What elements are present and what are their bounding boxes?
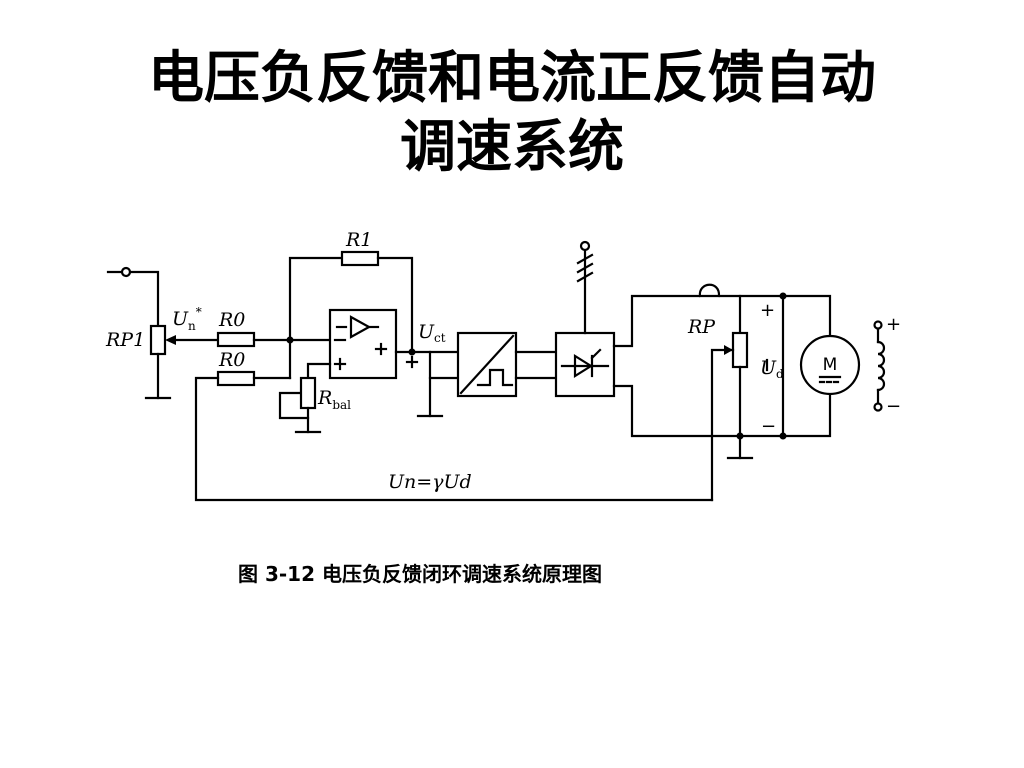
label-ud: Ud bbox=[760, 357, 784, 381]
label-motor: M bbox=[823, 355, 838, 375]
label-ud-minus: − bbox=[761, 416, 776, 437]
label-r0-bottom: R0 bbox=[218, 349, 245, 371]
resistor-r0-bottom bbox=[216, 370, 256, 387]
trigger-circuit bbox=[456, 331, 518, 398]
label-rp1: RP1 bbox=[105, 329, 145, 351]
rp-potentiometer bbox=[698, 283, 754, 502]
label-field-minus: − bbox=[886, 396, 901, 417]
resistor-r0-top bbox=[216, 331, 256, 348]
label-ud-plus: + bbox=[760, 300, 775, 321]
label-uct: Uct bbox=[418, 321, 446, 345]
title-line-2: 调速系统 bbox=[400, 114, 624, 180]
label-rbal: Rbal bbox=[317, 387, 351, 412]
label-rp: RP bbox=[687, 316, 716, 338]
thyristor-rectifier bbox=[554, 331, 616, 398]
label-field-plus: + bbox=[886, 314, 901, 335]
field-winding bbox=[873, 320, 886, 412]
rbal-potentiometer bbox=[278, 376, 322, 434]
rp1-potentiometer bbox=[106, 266, 234, 400]
figure-caption: 图 3-12 电压负反馈闭环调速系统原理图 bbox=[238, 562, 602, 586]
dc-motor bbox=[799, 334, 861, 396]
label-r1: R1 bbox=[345, 229, 372, 251]
label-un-star: Un* bbox=[172, 305, 202, 333]
resistor-r1 bbox=[340, 250, 380, 267]
label-r0-top: R0 bbox=[218, 309, 245, 331]
title-line-1: 电压负反馈和电流正反馈自动 bbox=[148, 45, 876, 111]
feedback-wire bbox=[194, 376, 714, 502]
label-feedback: Un=γUd bbox=[388, 471, 472, 493]
